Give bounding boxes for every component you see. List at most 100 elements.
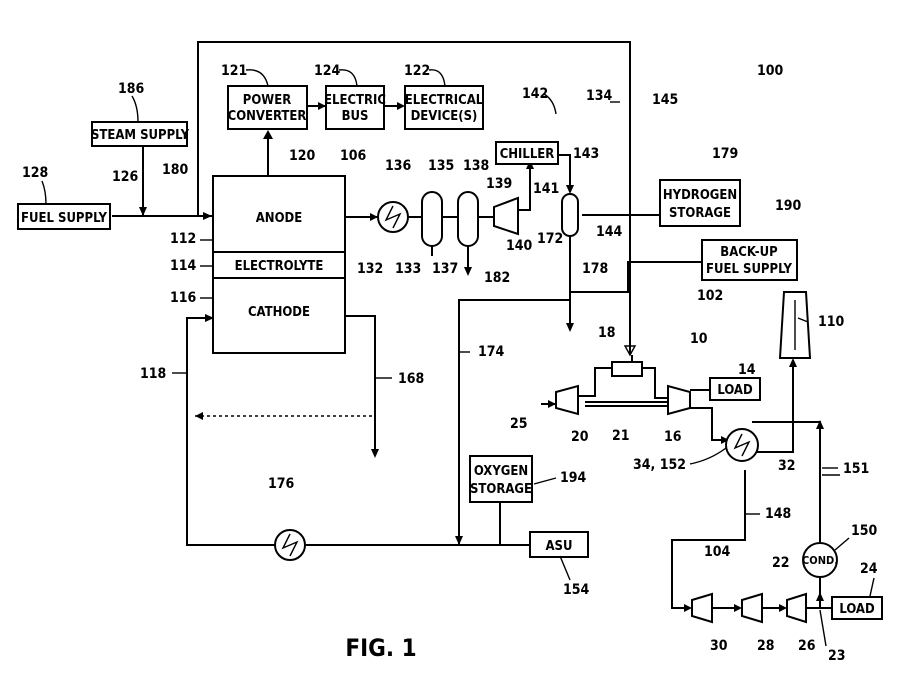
power-converter-line1: POWER: [243, 93, 291, 108]
ref-34-152: 34, 152: [633, 457, 686, 473]
ref-16: 16: [664, 429, 682, 445]
ref-140: 140: [506, 238, 533, 254]
heat-exchanger-136: [378, 202, 408, 232]
ref-14: 14: [738, 362, 756, 378]
chiller-label: CHILLER: [500, 147, 555, 162]
electrical-devices-box: ELECTRICAL DEVICE(S): [405, 86, 484, 129]
ref-126: 126: [112, 169, 139, 185]
cathode-label: CATHODE: [248, 305, 310, 320]
condenser: COND.: [802, 543, 838, 577]
ref-194: 194: [560, 470, 587, 486]
electric-bus-line1: ELECTRIC: [324, 93, 386, 108]
steam-supply-box: STEAM SUPPLY: [91, 122, 190, 146]
hydrogen-storage-line2: STORAGE: [669, 206, 731, 221]
ref-174: 174: [478, 344, 505, 360]
ref-22: 22: [772, 555, 790, 571]
electrical-devices-line2: DEVICE(S): [411, 109, 478, 124]
hydrogen-storage-box: HYDROGEN STORAGE: [660, 180, 740, 226]
ref-24: 24: [860, 561, 878, 577]
ref-148: 148: [765, 506, 791, 522]
steam-turbine-26: [787, 594, 806, 622]
ref-150: 150: [851, 523, 878, 539]
electrical-devices-line1: ELECTRICAL: [405, 93, 484, 108]
ref-132: 132: [357, 261, 383, 277]
ref-32: 32: [778, 458, 796, 474]
load-24-box: LOAD: [832, 597, 882, 619]
steam-turbine-28: [742, 594, 762, 622]
electric-bus-box: ELECTRIC BUS: [324, 86, 386, 129]
ref-182: 182: [484, 270, 510, 286]
electrolyte-label: ELECTROLYTE: [235, 259, 324, 274]
ref-151: 151: [843, 461, 869, 477]
ref-102: 102: [697, 288, 723, 304]
ref-21: 21: [612, 428, 630, 444]
ref-20: 20: [571, 429, 589, 445]
ref-190: 190: [775, 198, 802, 214]
ref-154: 154: [563, 582, 590, 598]
backup-fuel-box: BACK-UP FUEL SUPPLY: [702, 240, 797, 280]
steam-supply-label: STEAM SUPPLY: [91, 128, 190, 143]
ref-25: 25: [510, 416, 528, 432]
ref-112: 112: [170, 231, 196, 247]
ref-122: 122: [404, 63, 430, 79]
asu-box: ASU: [530, 532, 588, 557]
ref-172: 172: [537, 231, 563, 247]
compressor-20: [556, 386, 578, 414]
ref-179: 179: [712, 146, 738, 162]
backup-fuel-line2: FUEL SUPPLY: [706, 262, 792, 277]
ref-116: 116: [170, 290, 197, 306]
fuel-supply-label: FUEL SUPPLY: [21, 211, 107, 226]
hydrogen-storage-line1: HYDROGEN: [663, 188, 737, 203]
ref-118: 118: [140, 366, 166, 382]
oxygen-storage-line1: OXYGEN: [474, 464, 528, 479]
electric-bus-line2: BUS: [342, 109, 369, 124]
ref-134: 134: [586, 88, 613, 104]
ref-143: 143: [573, 146, 599, 162]
power-converter-box: POWER CONVERTER: [228, 86, 307, 129]
ref-128: 128: [22, 165, 48, 181]
load-14-box: LOAD: [710, 378, 760, 400]
ref-23: 23: [828, 648, 846, 664]
ref-26: 26: [798, 638, 816, 654]
ref-100: 100: [757, 63, 784, 79]
ref-180: 180: [162, 162, 189, 178]
chiller-box: CHILLER: [496, 142, 558, 164]
asu-label: ASU: [546, 539, 573, 554]
ref-106: 106: [340, 148, 367, 164]
separator-144: [562, 194, 578, 236]
ref-104: 104: [704, 544, 731, 560]
cond-label: COND.: [802, 554, 838, 567]
ref-133: 133: [395, 261, 421, 277]
ref-110: 110: [818, 314, 845, 330]
steam-turbine-30: [692, 594, 712, 622]
oxygen-storage-box: OXYGEN STORAGE: [470, 456, 532, 502]
ref-178: 178: [582, 261, 608, 277]
reference-numbers: 100 121 124 122 142 134 145 186 180 128 …: [22, 63, 878, 664]
ref-124: 124: [314, 63, 341, 79]
ref-138: 138: [463, 158, 489, 174]
ref-30: 30: [710, 638, 728, 654]
cathode-hx-176: [275, 530, 305, 560]
ref-141: 141: [533, 181, 559, 197]
power-converter-line2: CONVERTER: [228, 109, 307, 124]
combustor-18: [612, 362, 642, 376]
ref-121: 121: [221, 63, 247, 79]
fuel-cell: ANODE ELECTROLYTE CATHODE: [213, 176, 345, 353]
ref-144: 144: [596, 224, 623, 240]
ref-145: 145: [652, 92, 678, 108]
ref-139: 139: [486, 176, 512, 192]
load-14-label: LOAD: [717, 383, 753, 398]
ref-120: 120: [289, 148, 316, 164]
stack-110: [780, 292, 810, 358]
ref-28: 28: [757, 638, 775, 654]
anode-label: ANODE: [256, 211, 302, 226]
oxygen-storage-line2: STORAGE: [470, 482, 532, 497]
ref-168: 168: [398, 371, 424, 387]
vessel-138: [458, 192, 478, 246]
backup-fuel-line1: BACK-UP: [720, 245, 778, 260]
turbine-16: [668, 386, 690, 414]
ref-136: 136: [385, 158, 412, 174]
vessel-135: [422, 192, 442, 246]
ref-18: 18: [598, 325, 616, 341]
